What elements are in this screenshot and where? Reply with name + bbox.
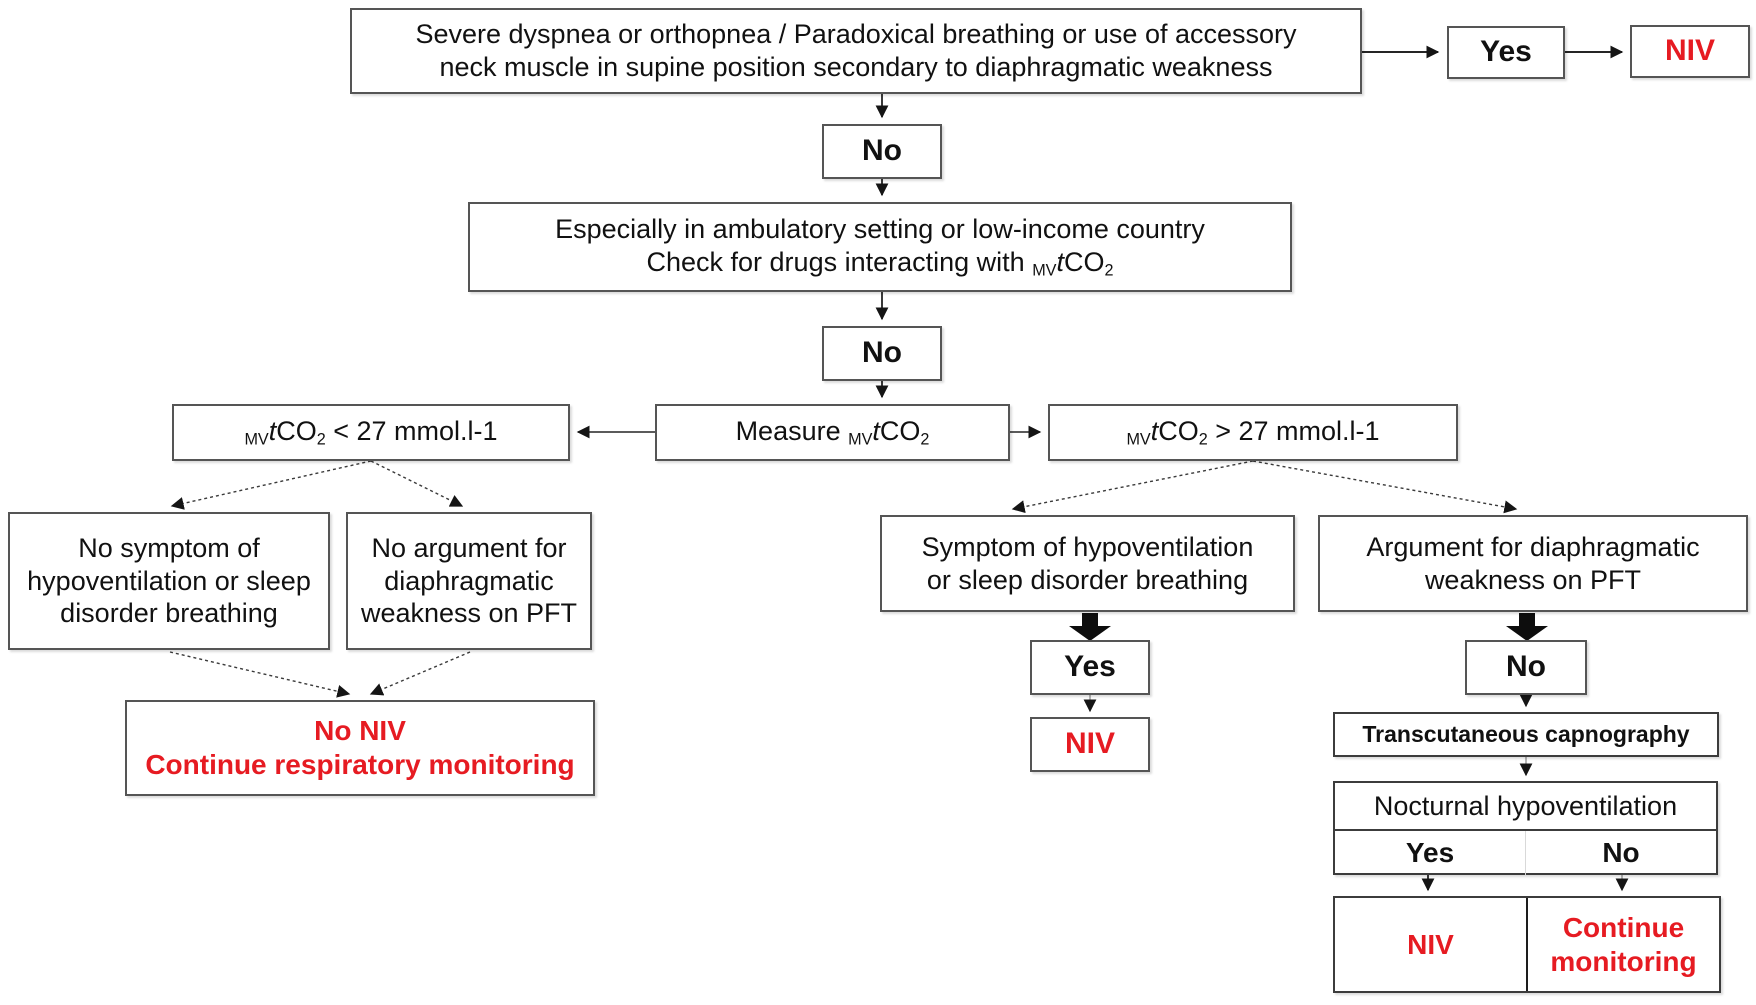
nocturnal-yes-cell: Yes: [1335, 831, 1526, 875]
arrow-high-to-symptom: [1011, 460, 1254, 514]
node-transcutaneous-label: Transcutaneous capnography: [1362, 721, 1690, 748]
outcome-continue-line1: Continue: [1562, 911, 1685, 943]
node-mvtco2-below-27-label: MVtCO2 < 27 mmol.l-1: [244, 415, 498, 449]
node-measure-label: Measure MVtCO2: [735, 415, 930, 449]
node-ambulatory: Especially in ambulatory setting or low-…: [468, 202, 1292, 292]
node-mvtco2-above-27-label: MVtCO2 > 27 mmol.l-1: [1126, 415, 1380, 449]
outcome-niv-label: NIV: [1407, 928, 1454, 960]
node-no-1-label: No: [862, 134, 902, 168]
thick-arrow-symptom-to-yes: [1069, 613, 1111, 641]
node-symptom-line2: or sleep disorder breathing: [926, 564, 1249, 595]
node-yes-mid-label: Yes: [1064, 650, 1116, 684]
node-no-argument: No argument for diaphragmatic weakness o…: [346, 512, 592, 650]
nocturnal-header: Nocturnal hypoventilation: [1335, 783, 1716, 831]
node-no-symptom-line1: No symptom of: [78, 532, 260, 563]
node-no-niv-line1: No NIV: [314, 714, 406, 746]
node-no-3-label: No: [1506, 650, 1546, 684]
arrow-noargument-to-noniv: [369, 651, 471, 696]
node-yes-top-label: Yes: [1480, 35, 1532, 69]
node-severe-dyspnea: Severe dyspnea or orthopnea / Paradoxica…: [350, 8, 1362, 94]
nocturnal-no-cell: No: [1526, 831, 1716, 875]
node-severe-dyspnea-line1: Severe dyspnea or orthopnea / Paradoxica…: [415, 19, 1297, 50]
node-yes-mid: Yes: [1030, 640, 1150, 695]
node-ambulatory-line1: Especially in ambulatory setting or low-…: [555, 213, 1205, 244]
nocturnal-yes-label: Yes: [1405, 837, 1455, 868]
thick-arrow-argument-to-no: [1506, 613, 1548, 641]
node-mvtco2-above-27: MVtCO2 > 27 mmol.l-1: [1048, 404, 1458, 461]
node-argument-line2: weakness on PFT: [1424, 564, 1642, 595]
node-no-2-label: No: [862, 336, 902, 370]
arrow-low-to-noargument: [370, 460, 464, 507]
node-niv-mid: NIV: [1030, 717, 1150, 772]
node-no-1: No: [822, 124, 942, 179]
node-no-symptom: No symptom of hypoventilation or sleep d…: [8, 512, 330, 650]
outcome-niv-cell: NIV: [1335, 898, 1528, 991]
node-no-argument-line1: No argument for: [371, 532, 567, 563]
node-no-2: No: [822, 326, 942, 381]
node-niv-top-label: NIV: [1664, 34, 1715, 68]
node-ambulatory-line2: Check for drugs interacting with MVtCO2: [646, 246, 1114, 280]
node-outcome: NIV Continue monitoring: [1333, 896, 1721, 993]
arrow-low-to-nosymptom: [170, 460, 372, 510]
node-no-3: No: [1465, 640, 1587, 695]
outcome-continue-line2: monitoring: [1550, 945, 1697, 977]
node-symptom-line1: Symptom of hypoventilation: [921, 531, 1254, 562]
node-no-symptom-line3: disorder breathing: [60, 598, 278, 629]
node-mvtco2-below-27: MVtCO2 < 27 mmol.l-1: [172, 404, 570, 461]
node-no-argument-line3: weakness on PFT: [360, 598, 578, 629]
node-niv-mid-label: NIV: [1064, 727, 1115, 761]
node-severe-dyspnea-line2: neck muscle in supine position secondary…: [439, 52, 1273, 82]
node-yes-top: Yes: [1447, 26, 1565, 79]
node-niv-top: NIV: [1630, 25, 1750, 78]
outcome-continue-cell: Continue monitoring: [1528, 898, 1719, 991]
node-nocturnal-hypoventilation: Nocturnal hypoventilation Yes No: [1333, 781, 1718, 875]
node-no-symptom-line2: hypoventilation or sleep: [27, 565, 311, 596]
node-transcutaneous-capnography: Transcutaneous capnography: [1333, 712, 1719, 757]
node-argument-line1: Argument for diaphragmatic: [1366, 531, 1700, 562]
arrow-nosymptom-to-noniv: [169, 651, 351, 698]
node-no-niv-line2: Continue respiratory monitoring: [145, 749, 575, 780]
node-argument: Argument for diaphragmatic weakness on P…: [1318, 515, 1748, 612]
nocturnal-header-label: Nocturnal hypoventilation: [1373, 790, 1678, 821]
arrow-high-to-argument: [1252, 460, 1518, 514]
node-symptom: Symptom of hypoventilation or sleep diso…: [880, 515, 1295, 612]
node-no-argument-line2: diaphragmatic: [384, 565, 554, 596]
nocturnal-no-label: No: [1602, 837, 1640, 868]
node-no-niv-result: No NIV Continue respiratory monitoring: [125, 700, 595, 796]
node-measure-mvtco2: Measure MVtCO2: [655, 404, 1010, 461]
